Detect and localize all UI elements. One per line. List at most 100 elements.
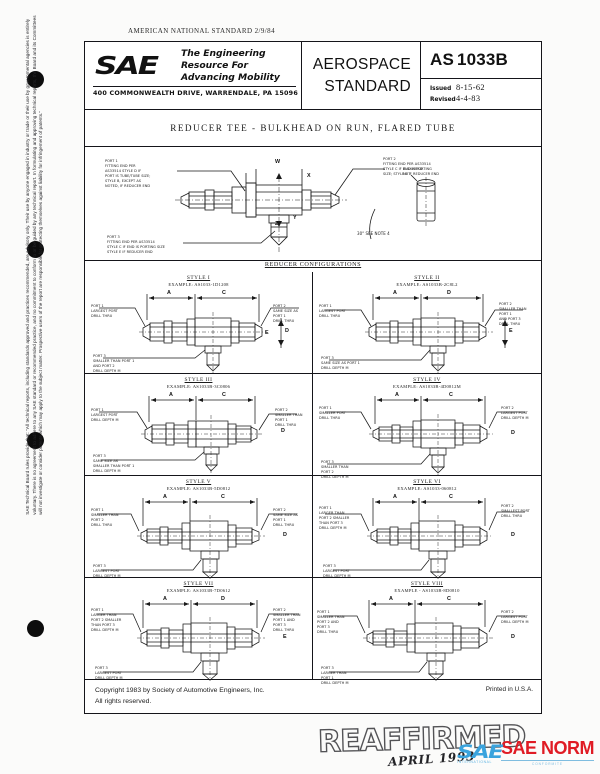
callout-port1: PORT 1 FITTING END PER AS33514 STYLE D I… [105,159,151,189]
tee-drawing [325,498,525,579]
callout-port1: PORT 1 LARGEST PORT DRILL THRU [319,304,346,319]
issued-label: Issued [430,86,452,92]
sae-international-sub: INTERNATIONAL [457,759,493,764]
tee-drawing [99,294,299,374]
dim-label-a: A [163,596,167,602]
callout-port3: PORT 3 SMALLER THAN PORT 2 DRILL DEPTH M [321,460,349,480]
dim-label-c: C [221,494,225,500]
style-label: STYLE IV [413,377,441,383]
standard-document-frame: SAE The Engineering Resource For Advanci… [84,41,542,714]
style-heading: STYLE VII EXAMPLE: AS1033B-7D0612 [167,581,231,593]
document-dates: Issued 8-15-62 Revised 4-4-83 [421,79,541,109]
callout-port3: PORT 3 LARGEST PORT DRILL DEPTH M [95,666,123,681]
config-cell-style-1: STYLE I EXAMPLE: AS1033-1D1208 [85,272,313,374]
tee-drawing [97,498,297,579]
callout-port1: PORT 1 SMALLER THAN PORT 2 AND PORT 3 DR… [317,610,345,635]
style-heading: STYLE IV EXAMPLE: AS1033B-4D0812M [393,377,461,389]
style-example: EXAMPLE: AS1033-060812 [397,485,457,491]
punch-hole-icon [27,620,44,637]
style-heading: STYLE I EXAMPLE: AS1033-1D1208 [168,275,228,287]
dim-label-a: A [169,392,173,398]
dim-label-a: A [167,290,171,296]
callout-port2: PORT 2 SAME SIZE AS PORT 1 DRILL THRU [273,508,299,528]
dim-label-c: C [449,494,453,500]
watermark-norm-block: SAE NORM CONFORMITE [500,738,595,766]
tee-drawing [325,294,523,374]
callout-port2: PORT 2 SAME SIZE AS PORT 1 DRILL THRU [273,304,299,324]
tee-drawing [323,600,525,681]
dim-label-a: A [163,494,167,500]
dim-label-c: C [447,596,451,602]
style-example: EXAMPLE: AS1033B-4D0812M [393,383,461,389]
issued-date: 8-15-62 [456,83,485,92]
punch-hole-icon [27,71,44,88]
callout-port3: PORT 3 FITTING END PER AS33514 STYLE C I… [107,235,166,255]
sae-logo: SAE [95,51,159,80]
dim-label-d: D [511,532,515,538]
callout-port3: PORT 3 SAME SIZE AS SMALLER THAN PORT 1 … [93,454,135,474]
callout-port2: PORT 2 FITTING END PER AS33514 STYLE C I… [383,157,440,177]
style-heading: STYLE V EXAMPLE: AS1033B-5D0812 [167,479,231,491]
document-header: SAE The Engineering Resource For Advanci… [85,42,541,110]
standard-title-band: REDUCER TEE - BULKHEAD ON RUN, FLARED TU… [85,110,541,147]
style-example: EXAMPLE: AS1033B-2C8L2 [396,281,458,287]
tee-drawing [325,396,525,476]
revised-date: 4-4-83 [456,94,481,103]
config-cell-style-4: STYLE IV EXAMPLE: AS1033B-4D0812M [313,374,541,479]
style-label: STYLE VII [183,581,214,587]
callout-port1: PORT 1 LARGER THAN PORT 2 SMALLER THAN P… [91,608,122,633]
tee-drawing [97,600,299,681]
doc-number: 1033B [456,50,508,69]
dim-label-y: Y [293,215,297,221]
callout-port3: PORT 3 LARGEST PORT DRILL DEPTH M [323,564,351,579]
dim-label-c: C [222,392,226,398]
callout-port2: PORT 2 SMALLER THAN PORT 1 AND PORT 3 DR… [499,302,527,327]
callout-angle-note: 30° SEE NOTE 4 [357,231,390,236]
dim-label-e: E [265,330,269,336]
sae-branding-block: SAE The Engineering Resource For Advanci… [85,42,302,109]
dim-label-d: D [221,596,225,602]
sae-norm-text: SAE NORM [500,738,595,758]
dim-label-a: A [389,596,393,602]
doc-type-aerospace: AEROSPACE [312,56,411,73]
callout-port1: PORT 1 LARGER THAN PORT 2 SMALLER THAN P… [319,506,350,531]
punch-hole-icon [27,241,44,258]
dim-label-e: E [509,328,513,334]
sae-international-logo: SAE [457,740,504,763]
doc-prefix: AS [430,50,454,69]
section-title: REDUCER CONFIGURATIONS [264,261,362,268]
style-example: EXAMPLE: AS1033B-7D0612 [166,587,231,593]
style-heading: STYLE II EXAMPLE: AS1033B-2C8L2 [396,275,457,287]
callout-port1: PORT 1 LARGEST PORT DRILL DEPTH M [91,408,119,423]
callout-port1: PORT 1 LARGEST PORT DRILL THRU [91,304,118,319]
callout-port2: PORT 2 SMALLER THAN PORT 1 DRILL THRU [275,408,303,428]
config-cell-style-3: STYLE III EXAMPLE: AS1033B-3C0806 [85,374,313,476]
callout-port2: PORT 2 SMALLER THAN PORT 1 AND PORT 3 DR… [273,608,301,633]
dim-label-a: A [393,494,397,500]
dim-label-d: D [283,532,287,538]
page-title: REDUCER TEE - BULKHEAD ON RUN, FLARED TU… [170,123,456,133]
style-example: EXAMPLE: AS1033-1D1208 [168,281,229,287]
dim-label-d: D [285,328,289,334]
style-heading: STYLE VI EXAMPLE: AS1033-060812 [397,479,456,491]
dim-label-d: D [511,634,515,640]
reducer-configurations-header: REDUCER CONFIGURATIONS [85,261,541,272]
copyright-notice: Copyright 1983 by Society of Automotive … [95,686,265,707]
issued-row: Issued 8-15-62 [430,83,541,92]
technical-board-disclaimer: SAE Technical Board rules provide that: … [25,15,45,514]
style-label: STYLE V [185,479,212,485]
callout-port2: PORT 2 LARGEST PORT DRILL DEPTH M [501,610,529,625]
punch-hole-icon [27,432,44,449]
config-cell-style-5: STYLE V EXAMPLE: AS1033B-5D0812 [85,476,313,579]
divider [93,86,296,87]
callout-port1: PORT 1 SMALLER PORT DRILL THRU [319,406,346,421]
document-type-block: AEROSPACE STANDARD [302,42,421,109]
revised-label: Revised [430,97,456,103]
callout-port2: PORT 2 SMALLEST PORT DRILL THRU [501,504,530,519]
callout-port3: PORT 3 LARGER THAN PORT 1 DRILL DEPTH M [321,666,349,686]
style-heading: STYLE VIII EXAMPLE - AS1033B-8D0810 [394,581,459,593]
ansi-designation: AMERICAN NATIONAL STANDARD 2/9/84 [128,27,276,35]
dim-label-c: C [222,290,226,296]
sae-norm-sub: CONFORMITE [500,760,594,766]
callout-port1: PORT 1 SMALLER THAN PORT 2 DRILL THRU [91,508,119,528]
